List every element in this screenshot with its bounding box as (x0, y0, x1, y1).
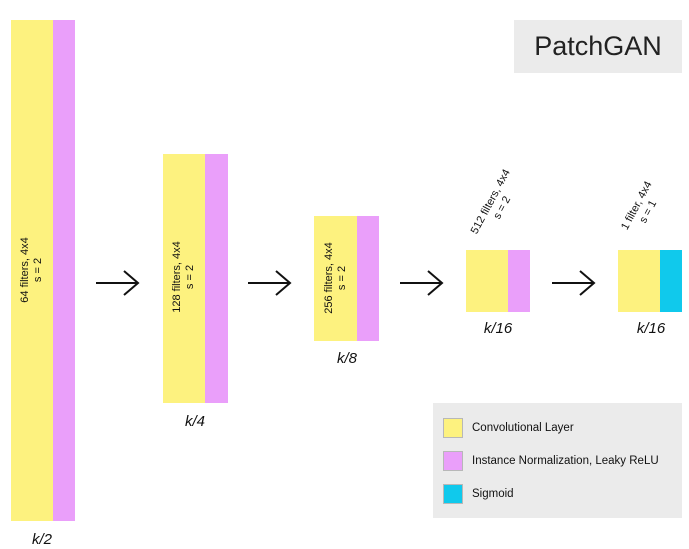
legend-item-sigmoid: Sigmoid (443, 484, 514, 504)
legend-item-convolutional: Convolutional Layer (443, 418, 574, 438)
layer-1-filter-label: 64 filters, 4x4 s = 2 (19, 237, 44, 303)
legend-label: Sigmoid (472, 488, 514, 500)
diagram-title: PatchGAN (534, 31, 662, 61)
layer-5-size-label: k/16 (636, 320, 666, 337)
conv-layer-bar (11, 20, 53, 521)
legend-swatch (443, 418, 463, 438)
legend-label: Instance Normalization, Leaky ReLU (472, 455, 659, 467)
conv-layer-bar (314, 216, 357, 341)
legend-swatch (443, 451, 463, 471)
right-arrow-icon (96, 270, 140, 296)
right-arrow-icon (552, 270, 596, 296)
layer-1-size-label: k/2 (31, 531, 53, 548)
title-box: PatchGAN (514, 20, 682, 73)
normalization-layer-bar (53, 20, 75, 521)
legend: Convolutional Layer Instance Normalizati… (433, 403, 682, 518)
layer-3-filter-label: 256 filters, 4x4 s = 2 (323, 242, 348, 314)
conv-layer-bar (618, 250, 660, 312)
legend-item-normalization: Instance Normalization, Leaky ReLU (443, 451, 659, 471)
layer-2-size-label: k/4 (184, 413, 206, 430)
conv-layer-bar (163, 154, 205, 403)
layer-4-size-label: k/16 (483, 320, 513, 337)
right-arrow-icon (248, 270, 292, 296)
normalization-layer-bar (205, 154, 228, 403)
legend-label: Convolutional Layer (472, 422, 574, 434)
normalization-layer-bar (357, 216, 379, 341)
legend-swatch (443, 484, 463, 504)
normalization-layer-bar (508, 250, 530, 312)
conv-layer-bar (466, 250, 508, 312)
layer-3-size-label: k/8 (336, 350, 358, 367)
layer-2-filter-label: 128 filters, 4x4 s = 2 (171, 241, 196, 313)
right-arrow-icon (400, 270, 444, 296)
layer-5-filter-label: 1 filter, 4x4 s = 1 (619, 179, 660, 233)
sigmoid-layer-bar (660, 250, 682, 312)
layer-4-filter-label: 512 filters, 4x4 s = 2 (468, 167, 514, 237)
